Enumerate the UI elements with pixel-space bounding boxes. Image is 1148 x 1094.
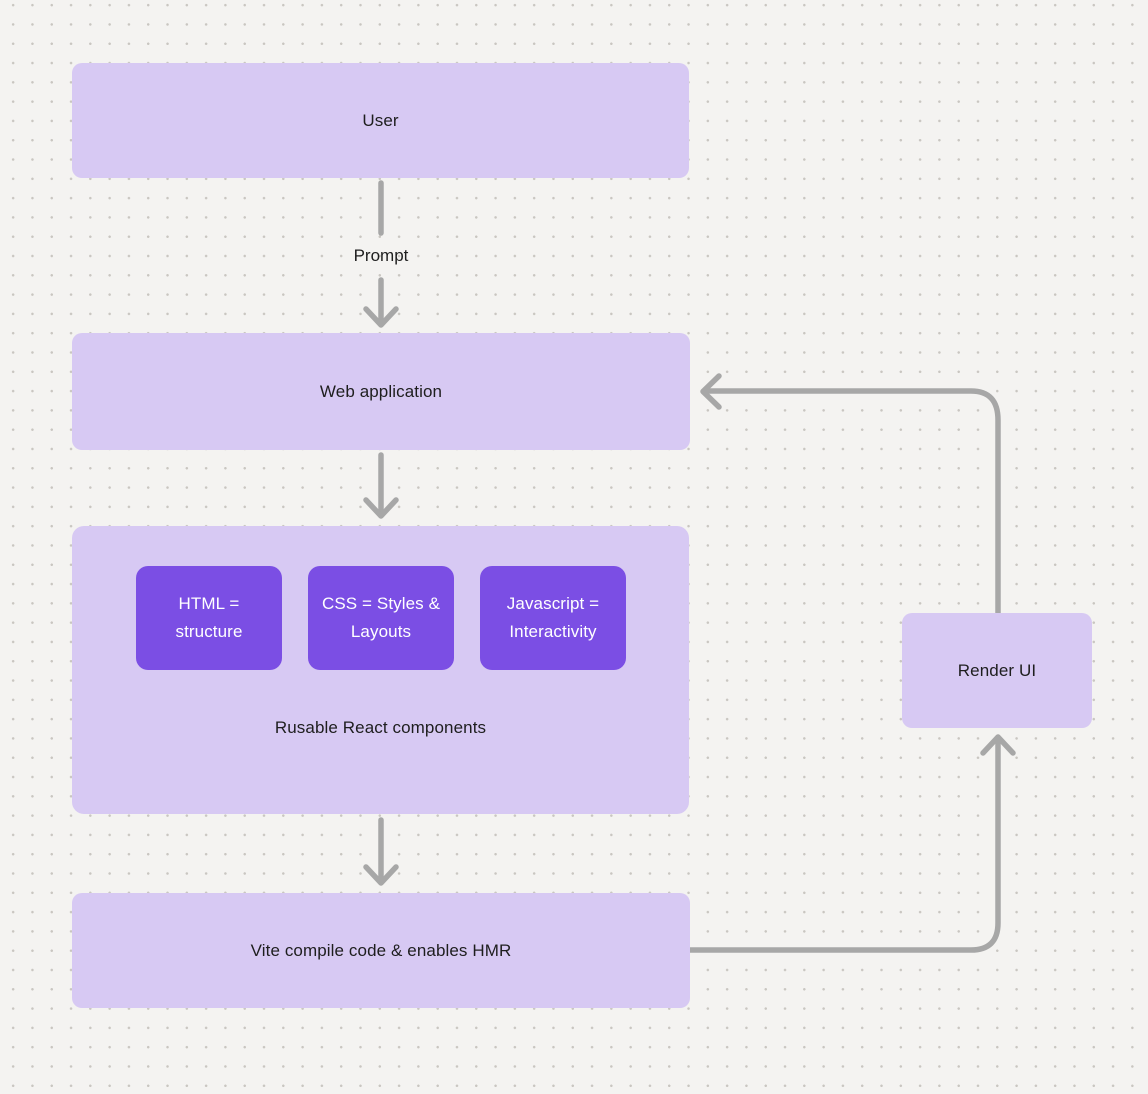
edge-vite-to-renderui [687,734,1016,953]
node-vite-label: Vite compile code & enables HMR [250,940,512,960]
chip-css-label: CSS = Styles & Layouts [321,593,441,641]
node-user: User [72,63,689,178]
edge-webapp-to-components [363,452,399,519]
components-group-caption: Rusable React components [274,718,487,737]
node-render-ui-label: Render UI [957,660,1037,680]
edge-components-to-vite [363,817,399,886]
node-web-application-label: Web application [319,381,443,401]
node-web-application: Web application [72,333,690,450]
arrow-down-icon [363,864,399,886]
arrow-down-icon [363,497,399,519]
node-vite: Vite compile code & enables HMR [72,893,690,1008]
edge-prompt-to-webapp [363,277,399,328]
arrow-up-icon [980,734,1016,756]
node-user-label: User [362,110,399,130]
chip-css: CSS = Styles & Layouts [308,566,454,670]
chip-html: HTML = structure [136,566,282,670]
edge-renderui-to-webapp [700,373,1001,616]
edge-label-prompt: Prompt [353,246,409,265]
node-components-group: HTML = structure CSS = Styles & Layouts … [72,526,689,814]
chip-javascript-label: Javascript = Interactivity [506,593,600,641]
arrow-left-icon [700,373,722,410]
components-chip-row: HTML = structure CSS = Styles & Layouts … [136,566,626,670]
node-render-ui: Render UI [902,613,1092,728]
chip-html-label: HTML = structure [175,593,243,641]
arrow-down-icon [363,306,399,328]
chip-javascript: Javascript = Interactivity [480,566,626,670]
